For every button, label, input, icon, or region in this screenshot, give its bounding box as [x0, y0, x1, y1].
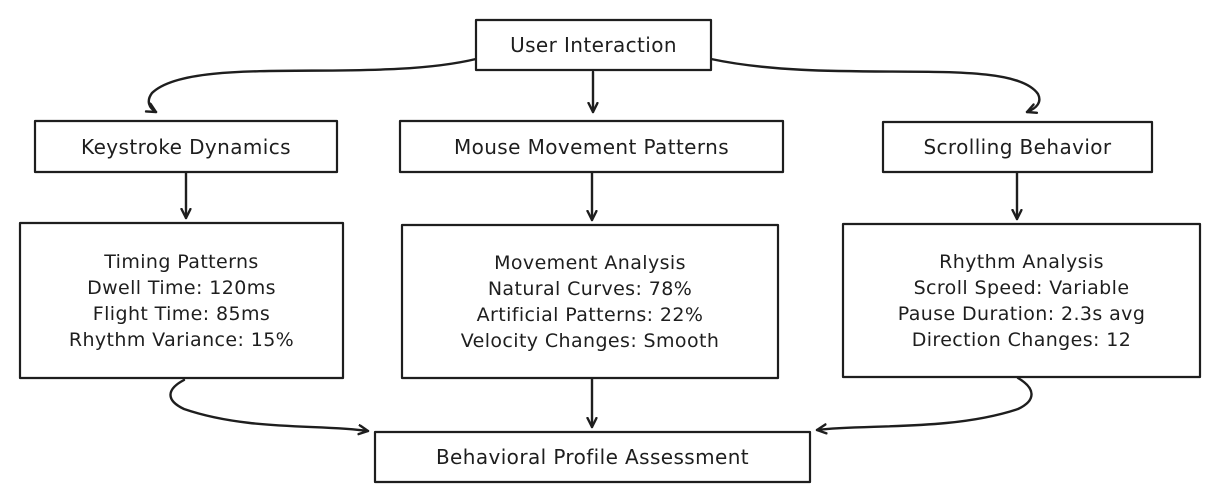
node-rhythm-analysis-title: Rhythm Analysis	[939, 250, 1104, 273]
node-behavioral-profile-assessment: Behavioral Profile Assessment	[375, 432, 810, 482]
node-rhythm-analysis: Rhythm Analysis Scroll Speed: Variable P…	[843, 224, 1200, 377]
node-timing-patterns-title: Timing Patterns	[104, 250, 259, 273]
node-mouse-movement-patterns-label: Mouse Movement Patterns	[453, 134, 730, 159]
behavioral-profile-assessment-box	[373, 430, 812, 484]
user-interaction-box	[474, 18, 713, 72]
node-movement-analysis-line: Natural Curves: 78%	[487, 277, 693, 300]
edge-user-to-scrolling	[709, 57, 1041, 112]
node-rhythm-analysis-line: Scroll Speed: Variable	[913, 276, 1130, 299]
node-behavioral-profile-assessment-label: Behavioral Profile Assessment	[435, 445, 750, 469]
node-keystroke-dynamics: Keystroke Dynamics	[35, 121, 337, 172]
node-timing-patterns-line: Flight Time: 85ms	[92, 302, 271, 325]
node-user-interaction-label: User Interaction	[510, 33, 677, 57]
node-scrolling-behavior-label: Scrolling Behavior	[923, 135, 1112, 159]
node-movement-analysis-line: Artificial Patterns: 22%	[476, 303, 704, 326]
node-rhythm-analysis-line: Pause Duration: 2.3s avg	[897, 302, 1146, 325]
node-movement-analysis: Movement Analysis Natural Curves: 78% Ar…	[402, 225, 778, 378]
edge-user-to-keystroke	[149, 57, 478, 114]
node-rhythm-analysis-line: Direction Changes: 12	[911, 328, 1132, 351]
mouse-movement-patterns-box	[398, 119, 785, 174]
edge-timing-to-assessment	[169, 378, 370, 431]
node-user-interaction: User Interaction	[476, 20, 711, 70]
movement-analysis-box	[400, 223, 780, 380]
edge-rhythm-to-assessment	[815, 376, 1033, 430]
rhythm-analysis-box	[841, 222, 1202, 379]
node-mouse-movement-patterns: Mouse Movement Patterns	[400, 121, 783, 172]
node-movement-analysis-line: Velocity Changes: Smooth	[460, 329, 720, 352]
node-movement-analysis-title: Movement Analysis	[494, 251, 686, 274]
keystroke-dynamics-box	[33, 119, 339, 174]
node-scrolling-behavior: Scrolling Behavior	[883, 122, 1152, 172]
node-timing-patterns-line: Dwell Time: 120ms	[87, 276, 276, 299]
node-timing-patterns-line: Rhythm Variance: 15%	[68, 328, 295, 351]
timing-patterns-box	[18, 221, 345, 380]
node-timing-patterns: Timing Patterns Dwell Time: 120ms Flight…	[20, 223, 343, 378]
scrolling-behavior-box	[881, 120, 1154, 174]
node-keystroke-dynamics-label: Keystroke Dynamics	[81, 134, 291, 159]
